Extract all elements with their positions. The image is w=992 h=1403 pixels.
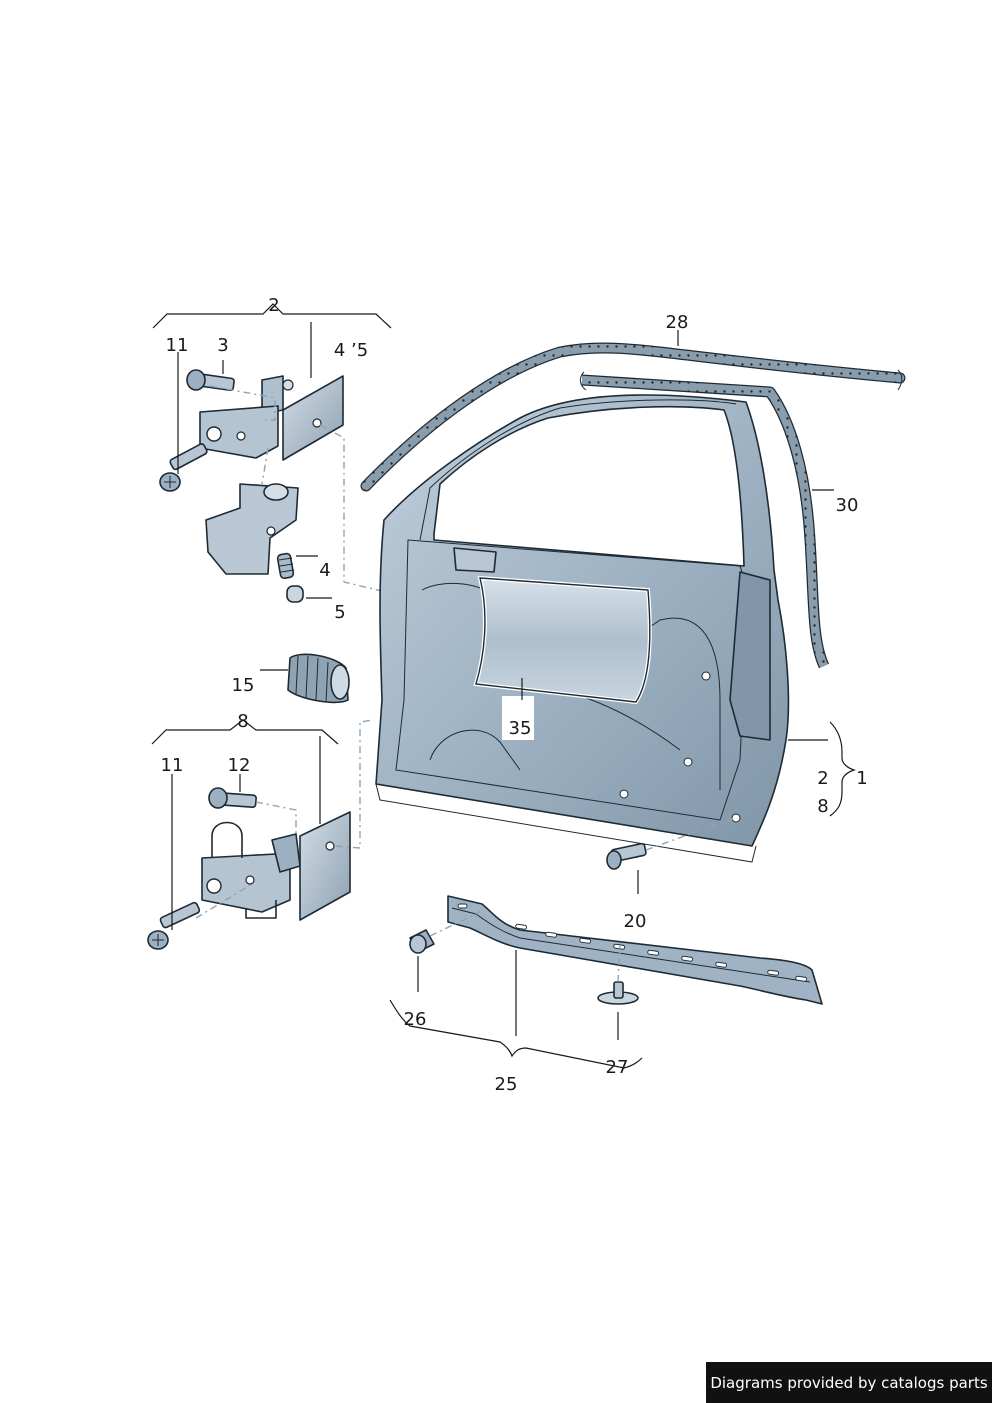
- callout-11-bottom: 11: [161, 755, 184, 776]
- door-clip-area: [453, 547, 497, 573]
- door-seal-30: [579, 371, 834, 669]
- callout-8-top: 8: [237, 711, 248, 732]
- callout-15: 15: [232, 675, 255, 696]
- callout-labels: 2 11 3 4 ’5 4 5 15 8 11 12 28 30 35 2 8 …: [161, 295, 868, 1095]
- door-lock-area: [729, 571, 771, 741]
- callout-26: 26: [404, 1009, 427, 1030]
- bracket-8-top: [151, 719, 339, 745]
- callout-12: 12: [228, 755, 251, 776]
- upper-hinge-plate: [282, 375, 344, 461]
- cap-5: [286, 585, 304, 603]
- assembly-line: [261, 447, 269, 485]
- callout-1: 1: [856, 768, 867, 789]
- door-shell: [375, 394, 856, 863]
- grommet-15: [260, 653, 350, 704]
- protective-film-35: [473, 575, 652, 740]
- door-seal-28: [360, 330, 906, 492]
- sill-trim-slots: [457, 903, 808, 982]
- clip-26: [409, 911, 481, 992]
- hinge-hole: [206, 426, 222, 442]
- hinge-hole: [325, 841, 335, 851]
- upper-hinge-knuckle: [261, 375, 284, 415]
- callout-25: 25: [495, 1074, 518, 1095]
- assembly-line: [255, 801, 297, 836]
- bolt-11-upper: [159, 443, 208, 492]
- callout-8-right: 8: [817, 796, 828, 817]
- bolt-11-lower: [147, 901, 201, 950]
- callout-20: 20: [624, 911, 647, 932]
- assembly-line: [335, 719, 375, 849]
- callout-4: 4: [319, 560, 330, 581]
- stud-20: [606, 817, 735, 894]
- hinge-hole: [245, 875, 255, 885]
- assembly-line: [195, 883, 253, 919]
- assembly-line: [209, 385, 277, 399]
- sill-trim-25: [389, 895, 823, 1069]
- label-35-background: [502, 696, 534, 740]
- callout-35: 35: [509, 718, 532, 739]
- check-strap-arm: [205, 483, 299, 575]
- lower-hinge-knuckle: [271, 833, 301, 873]
- callout-2-right: 2: [817, 768, 828, 789]
- rivet-27: [597, 945, 639, 1040]
- upper-hinge-group: [152, 303, 392, 603]
- lower-hinge-plate: [299, 811, 351, 921]
- bracket-2-top: [152, 303, 392, 329]
- callout-3: 3: [217, 335, 228, 356]
- callout-28: 28: [666, 312, 689, 333]
- assembly-line: [319, 424, 387, 593]
- lower-hinge-group: [147, 719, 375, 950]
- bolt-3: [186, 369, 235, 392]
- credit-banner: Diagrams provided by catalogs parts: [706, 1362, 992, 1403]
- hinge-pin-head: [282, 379, 294, 391]
- callout-4-5: 4 ’5: [334, 340, 368, 361]
- callout-5: 5: [334, 602, 345, 623]
- callout-2-top: 2: [268, 295, 279, 316]
- assembly-line: [262, 400, 276, 421]
- lower-hinge-stop-loop: [211, 821, 243, 858]
- lower-hinge-stop-loop: [245, 900, 277, 919]
- callout-11-top: 11: [166, 335, 189, 356]
- spring-4: [276, 552, 295, 580]
- bolt-12: [208, 787, 257, 809]
- hinge-hole: [236, 431, 246, 441]
- callout-27: 27: [606, 1057, 629, 1078]
- hinge-hole: [312, 418, 322, 428]
- hinge-hole: [206, 878, 222, 894]
- callout-30: 30: [836, 495, 859, 516]
